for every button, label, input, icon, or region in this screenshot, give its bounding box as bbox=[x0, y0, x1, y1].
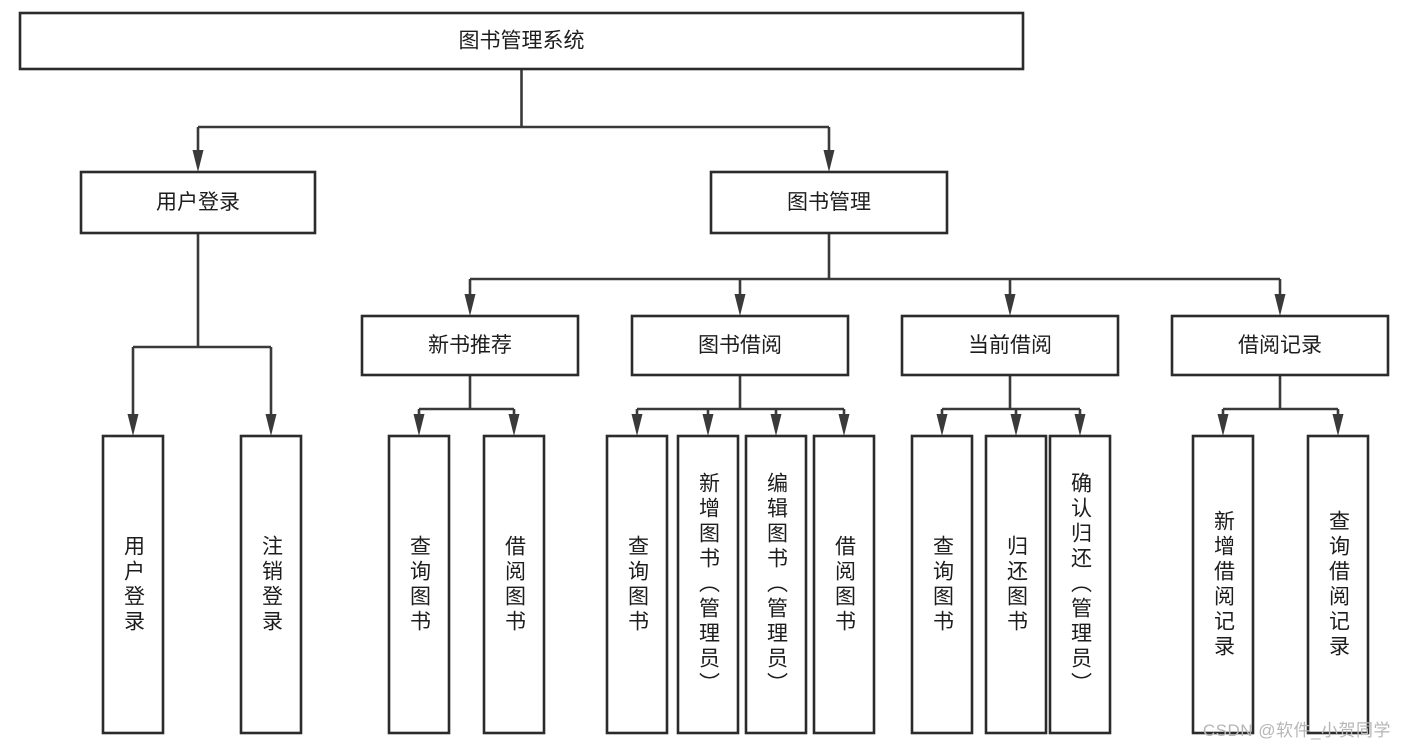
node-box-leaf-add-book[interactable] bbox=[676, 434, 740, 735]
node-box-leaf-return-book[interactable] bbox=[984, 434, 1048, 735]
edge-arrowhead bbox=[770, 414, 782, 436]
node-label-root: 图书管理系统 bbox=[459, 30, 585, 53]
node-box-leaf-add-record[interactable] bbox=[1191, 434, 1255, 735]
node-box-current-borrow[interactable] bbox=[900, 314, 1120, 377]
edge-arrowhead bbox=[1004, 294, 1016, 316]
edge-arrowhead bbox=[734, 294, 746, 316]
node-label-user-login: 用户登录 bbox=[156, 191, 240, 214]
node-box-new-book-rec[interactable] bbox=[360, 314, 580, 377]
node-box-leaf-user-login[interactable] bbox=[101, 434, 165, 735]
node-label-current-borrow: 当前借阅 bbox=[968, 334, 1052, 357]
node-box-root[interactable] bbox=[18, 11, 1025, 71]
edge-arrowhead bbox=[838, 414, 850, 436]
edge-arrowhead bbox=[265, 414, 277, 436]
node-box-leaf-query-book-1[interactable] bbox=[387, 434, 451, 735]
node-label-new-book-rec: 新书推荐 bbox=[428, 334, 512, 357]
node-box-leaf-query-record[interactable] bbox=[1306, 434, 1370, 735]
edge-arrowhead bbox=[1010, 414, 1022, 436]
node-box-leaf-borrow-book-2[interactable] bbox=[812, 434, 876, 735]
edge-arrowhead bbox=[464, 294, 476, 316]
edge-arrowhead bbox=[1217, 414, 1229, 436]
node-box-leaf-confirm-return[interactable] bbox=[1048, 434, 1112, 735]
edge-arrowhead bbox=[631, 414, 643, 436]
edge-arrowhead bbox=[702, 414, 714, 436]
node-box-leaf-query-book-2[interactable] bbox=[605, 434, 669, 735]
box-layer bbox=[18, 11, 1390, 735]
node-box-leaf-logout[interactable] bbox=[239, 434, 303, 735]
node-label-book-manage: 图书管理 bbox=[787, 191, 871, 214]
watermark: CSDN @软件_小贺同学 bbox=[1202, 721, 1391, 740]
node-label-borrow-records: 借阅记录 bbox=[1238, 334, 1322, 357]
edge-arrowhead bbox=[413, 414, 425, 436]
edge-arrowhead bbox=[1074, 414, 1086, 436]
edge-arrowhead bbox=[192, 150, 204, 172]
edge-arrowhead bbox=[1274, 294, 1286, 316]
node-box-borrow-records[interactable] bbox=[1170, 314, 1390, 377]
edge-arrowhead bbox=[508, 414, 520, 436]
node-box-user-login[interactable] bbox=[79, 170, 317, 235]
edge-arrowhead bbox=[936, 414, 948, 436]
edge-arrowhead bbox=[127, 414, 139, 436]
node-box-leaf-borrow-book-1[interactable] bbox=[482, 434, 546, 735]
node-box-book-borrow[interactable] bbox=[630, 314, 850, 377]
node-label-book-borrow: 图书借阅 bbox=[698, 334, 782, 357]
edge-arrowhead bbox=[823, 150, 835, 172]
node-box-leaf-query-book-3[interactable] bbox=[910, 434, 974, 735]
node-box-leaf-edit-book[interactable] bbox=[744, 434, 808, 735]
node-box-book-manage[interactable] bbox=[709, 170, 949, 235]
connector-layer bbox=[127, 69, 1344, 436]
edge-arrowhead bbox=[1332, 414, 1344, 436]
